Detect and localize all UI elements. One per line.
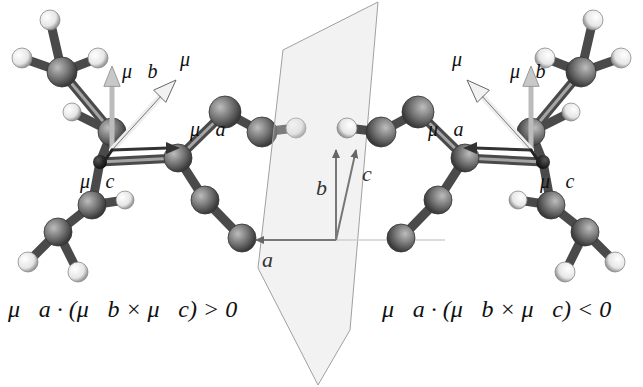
axis-label: a: [262, 248, 273, 272]
vector-label: μ⃗b: [510, 60, 546, 82]
vector-label: μ⃗c: [540, 170, 574, 192]
vector-label: μ⃗b: [122, 60, 158, 82]
vector-label: μ⃗a: [428, 118, 464, 140]
axis-label: c: [362, 162, 372, 186]
vector-label: μ⃗: [452, 48, 478, 70]
vector-label: μ⃗c: [80, 170, 114, 192]
axis-label: b: [316, 176, 327, 200]
formula-text: μ⃗a · (μ⃗b × μ⃗c) > 0: [8, 296, 237, 322]
vector-label: μ⃗a: [190, 118, 226, 140]
formula-text: μ⃗a · (μ⃗b × μ⃗c) < 0: [382, 296, 611, 322]
vector-label: μ⃗: [180, 48, 206, 70]
